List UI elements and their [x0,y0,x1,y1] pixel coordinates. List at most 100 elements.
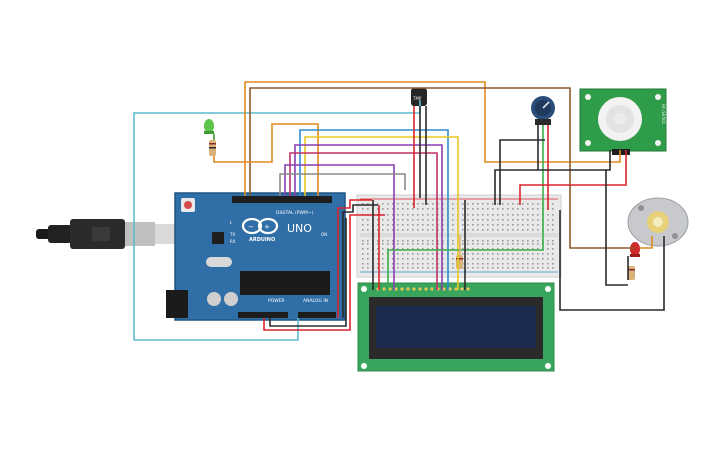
breadboard-hole [482,258,484,260]
breadboard-hole [507,267,509,269]
breadboard-hole [472,258,474,260]
breadboard-hole [537,263,539,265]
breadboard-hole [497,219,499,221]
breadboard-hole [482,214,484,216]
breadboard-hole [487,243,489,245]
breadboard-hole [402,258,404,260]
breadboard-hole [367,208,369,210]
breadboard-hole [502,214,504,216]
breadboard-hole [552,253,554,255]
breadboard-hole [467,229,469,231]
breadboard-hole [402,263,404,265]
breadboard-hole [397,203,399,205]
lcd-pin [406,287,410,291]
breadboard-hole [482,219,484,221]
breadboard-hole [477,258,479,260]
lcd-screen [376,306,536,348]
breadboard-hole [397,229,399,231]
breadboard-hole [532,229,534,231]
breadboard-hole [402,224,404,226]
breadboard-hole [367,229,369,231]
breadboard-hole [527,214,529,216]
breadboard-hole [507,203,509,205]
breadboard-hole [507,243,509,245]
breadboard-hole [397,219,399,221]
breadboard-hole [552,263,554,265]
breadboard-hole [482,248,484,250]
breadboard-hole [362,253,364,255]
breadboard-hole [392,267,394,269]
breadboard-hole [497,253,499,255]
resistor-breadboard [456,255,463,269]
breadboard-hole [417,243,419,245]
breadboard-hole [397,208,399,210]
breadboard-hole [417,258,419,260]
dc-motor [627,197,689,247]
breadboard-hole [502,224,504,226]
breadboard-hole [452,243,454,245]
breadboard-hole [402,203,404,205]
breadboard-hole [407,248,409,250]
breadboard-hole [452,229,454,231]
breadboard-hole [407,219,409,221]
breadboard-hole [407,253,409,255]
arduino-logo: − + [241,217,279,235]
breadboard-hole [407,229,409,231]
power-header [238,312,288,318]
breadboard-hole [482,224,484,226]
lcd-pin [430,287,434,291]
breadboard-hole [472,229,474,231]
breadboard-hole [552,243,554,245]
breadboard-hole [462,214,464,216]
breadboard-hole [427,203,429,205]
breadboard-hole [417,229,419,231]
lcd-pin [400,287,404,291]
breadboard-hole [527,208,529,210]
breadboard-hole [527,267,529,269]
breadboard-hole [417,253,419,255]
pir-sensor: HC-SR501 [579,88,667,155]
breadboard-hole [402,248,404,250]
breadboard-hole [547,224,549,226]
breadboard-hole [497,229,499,231]
atmega-chip [240,271,330,295]
breadboard-hole [427,240,429,242]
breadboard-hole [382,253,384,255]
breadboard-hole [402,267,404,269]
breadboard-hole [542,267,544,269]
breadboard-hole [517,208,519,210]
breadboard-hole [422,203,424,205]
breadboard-hole [502,258,504,260]
breadboard-hole [472,219,474,221]
breadboard-hole [467,267,469,269]
breadboard-hole [487,208,489,210]
breadboard-hole [387,224,389,226]
breadboard-hole [527,253,529,255]
breadboard-hole [452,248,454,250]
breadboard-hole [502,253,504,255]
breadboard-hole [417,240,419,242]
breadboard-hole [387,214,389,216]
breadboard-hole [482,203,484,205]
breadboard-hole [477,214,479,216]
lcd-pin [388,287,392,291]
breadboard-hole [377,229,379,231]
breadboard-hole [552,203,554,205]
breadboard-hole [392,243,394,245]
breadboard-hole [432,248,434,250]
breadboard-hole [462,219,464,221]
breadboard-hole [432,243,434,245]
breadboard-hole [502,243,504,245]
breadboard-hole [467,248,469,250]
breadboard-hole [432,214,434,216]
breadboard-hole [422,229,424,231]
breadboard-hole [362,208,364,210]
breadboard-hole [397,253,399,255]
breadboard-hole [517,229,519,231]
breadboard-hole [367,219,369,221]
breadboard-hole [517,224,519,226]
breadboard-hole [422,258,424,260]
breadboard-hole [512,229,514,231]
breadboard-hole [382,243,384,245]
svg-text:+: + [264,223,270,231]
